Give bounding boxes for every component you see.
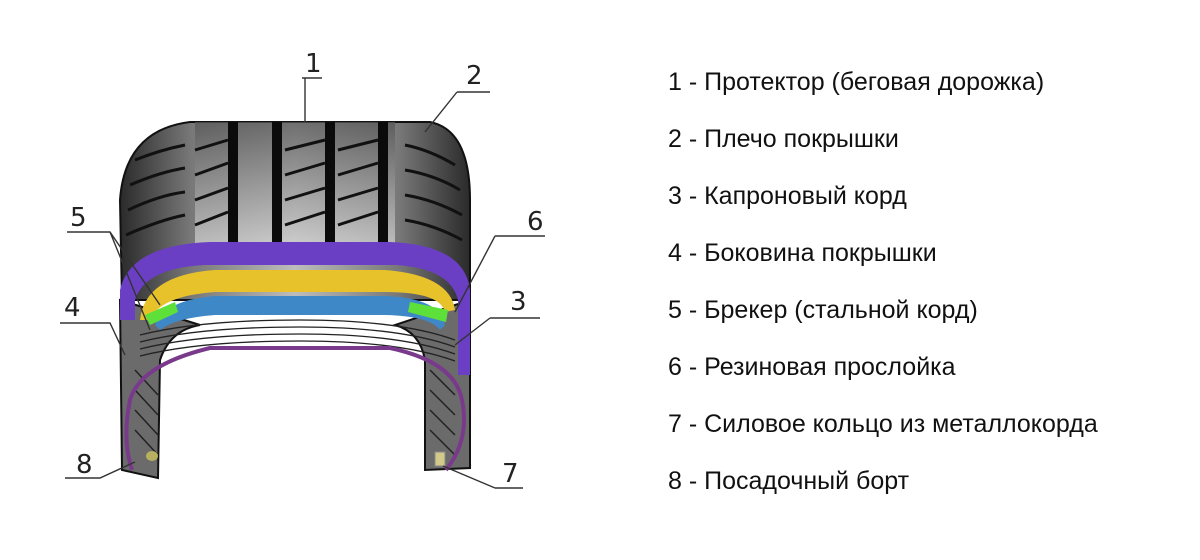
breaker-edge — [408, 302, 448, 322]
legend: 1 - Протектор (беговая дорожка) 2 - Плеч… — [668, 60, 1098, 516]
legend-item-sidewall: 4 - Боковина покрышки — [668, 239, 937, 267]
nylon-cord-layer — [140, 270, 455, 320]
callout-3: 3 — [510, 287, 527, 317]
rubber-layer — [120, 242, 470, 375]
legend-item-nylon-cord: 3 - Капроновый корд — [668, 182, 907, 210]
legend-item-bead: 8 - Посадочный борт — [668, 467, 910, 495]
tire-cross-section-diagram: 1 2 3 4 5 6 7 8 — [60, 49, 545, 489]
breaker-edge — [145, 302, 178, 325]
callout-7: 7 — [502, 459, 519, 489]
bead-left — [146, 451, 158, 461]
legend-item-shoulder: 2 - Плечо покрышки — [668, 125, 899, 153]
callout-5: 5 — [70, 203, 87, 233]
legend-item-rubber-layer: 6 - Резиновая прослойка — [668, 353, 956, 381]
callout-8: 8 — [76, 450, 93, 480]
callout-4: 4 — [64, 293, 81, 323]
callout-2: 2 — [466, 61, 483, 91]
callout-6: 6 — [527, 207, 544, 237]
legend-item-bead-ring: 7 - Силовое кольцо из металлокорда — [668, 410, 1098, 438]
bead-right — [434, 451, 446, 467]
legend-item-breaker: 5 - Брекер (стальной корд) — [668, 296, 978, 324]
inner-liner — [124, 346, 466, 472]
legend-item-tread: 1 - Протектор (беговая дорожка) — [668, 68, 1045, 96]
steel-breaker-layer — [155, 296, 445, 330]
ply-stripes — [139, 319, 456, 362]
callout-1: 1 — [305, 49, 322, 79]
